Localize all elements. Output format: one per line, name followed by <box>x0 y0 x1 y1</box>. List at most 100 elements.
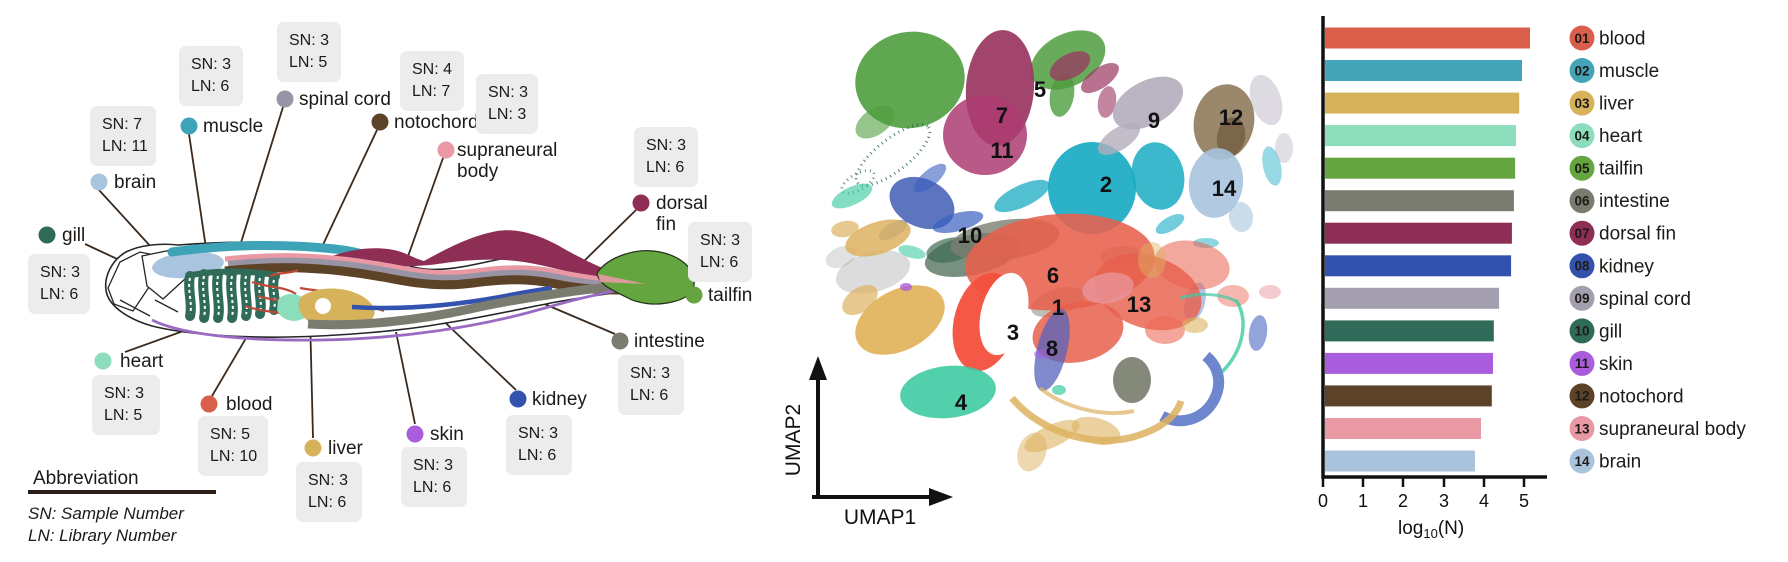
tissue-name: gill <box>62 225 85 246</box>
intestine-dot <box>611 332 629 350</box>
umap-panel: 1 2 3 4 5 6 7 8 9 10 11 12 13 14 UMAP1 U… <box>782 30 1293 529</box>
sn-value: SN: 3 <box>191 56 231 73</box>
tissue-label-kidney: kidney <box>509 389 587 410</box>
umap-cluster-dorsal-fin-skin <box>943 30 1119 175</box>
muscle-dot <box>180 117 198 135</box>
umap-cluster-supraneural-body <box>1082 272 1281 304</box>
abbreviation-sn: SN: Sample Number <box>28 504 185 523</box>
sn-value: SN: 3 <box>646 137 686 154</box>
snln-box-dorsal-fin: SN: 3LN: 6 <box>634 127 698 187</box>
legend-label: spinal cord <box>1599 289 1691 310</box>
legend-label: dorsal fin <box>1599 224 1676 245</box>
dorsal-fin-organ <box>318 230 645 286</box>
bar-skin <box>1325 352 1493 374</box>
tail-tip <box>598 274 646 284</box>
ln-value: LN: 6 <box>191 78 229 95</box>
ln-value: LN: 5 <box>104 407 142 424</box>
cluster-number-6: 6 <box>1047 263 1059 288</box>
sn-value: SN: 3 <box>488 84 528 101</box>
snln-box-supraneural-body: SN: 3LN: 3 <box>476 74 538 134</box>
legend-item-notochord: 12 notochord <box>1569 383 1684 409</box>
abbreviation-ln: LN: Library Number <box>28 526 178 545</box>
bar-blood <box>1325 27 1530 49</box>
umap-cluster-muscle <box>994 142 1282 248</box>
tissue-name: blood <box>226 394 273 415</box>
tick-2: 2 <box>1398 491 1408 511</box>
bar-supraneural-body <box>1325 418 1481 439</box>
tick-5: 5 <box>1519 491 1529 511</box>
snln-box-muscle: SN: 3 LN: 6 <box>179 46 243 106</box>
umap-cluster-kidney <box>878 163 1268 427</box>
umap-y-arrowhead <box>809 356 827 380</box>
ln-value: LN: 10 <box>210 448 257 465</box>
snln-box-blood: SN: 5LN: 10 <box>198 416 268 476</box>
bars <box>1325 27 1530 472</box>
sn-value: SN: 7 <box>102 116 142 133</box>
cluster-number-2: 2 <box>1100 172 1112 197</box>
cluster-number-9: 9 <box>1148 108 1160 133</box>
intestine-band <box>307 282 631 330</box>
umap-cluster-spinal-cord <box>825 74 1293 294</box>
sn-value: SN: 3 <box>413 457 453 474</box>
sn-value: SN: 3 <box>289 32 329 49</box>
legend-label: heart <box>1599 126 1643 147</box>
legend-label: gill <box>1599 321 1622 342</box>
legend-number: 01 <box>1574 31 1590 46</box>
ln-value: LN: 6 <box>413 479 451 496</box>
snln-box-kidney: SN: 3LN: 6 <box>506 415 572 475</box>
legend-label: notochord <box>1599 386 1684 407</box>
tissue-callouts: brain muscle spinal cord notochord supra… <box>38 89 752 459</box>
bar-brain <box>1325 450 1475 472</box>
snln-box-heart: SN: 3LN: 5 <box>92 375 160 435</box>
tissue-label-notochord: notochord <box>371 112 479 133</box>
kidney-band <box>351 285 553 311</box>
blood-dot <box>200 395 218 413</box>
sn-value: SN: 3 <box>308 472 348 489</box>
liver-dot <box>304 439 322 457</box>
cluster-number-10: 10 <box>958 223 982 248</box>
legend-number: 12 <box>1574 389 1589 404</box>
umap-cluster-brain <box>1188 148 1254 232</box>
tissue-label-spinal-cord: spinal cord <box>276 89 391 110</box>
tissue-name: heart <box>120 351 164 372</box>
tissue-label-brain: brain <box>90 172 156 193</box>
supraneural-band <box>224 253 645 288</box>
sn-value: SN: 3 <box>518 425 558 442</box>
umap-cluster-liver <box>831 219 1208 472</box>
tailfin-dot <box>685 286 703 304</box>
gill-basket <box>184 268 281 323</box>
umap-cluster-blood <box>952 213 1249 372</box>
sn-value: SN: 4 <box>412 61 452 78</box>
cluster-number-14: 14 <box>1212 176 1237 201</box>
tick-1: 1 <box>1358 491 1368 511</box>
umap-x-label: UMAP1 <box>844 506 916 529</box>
bar-gill <box>1325 320 1494 342</box>
snln-box-liver: SN: 3LN: 6 <box>296 462 362 522</box>
heart-dot <box>94 352 112 370</box>
legend-label: kidney <box>1599 256 1654 277</box>
cluster-number-7: 7 <box>996 103 1008 128</box>
bar-heart <box>1325 125 1516 147</box>
head-cartilage <box>107 248 187 317</box>
snln-box-skin: SN: 3 LN: 6 <box>401 447 467 507</box>
tissue-label-gill: gill <box>38 225 85 246</box>
tissue-name-line2: body <box>457 161 499 182</box>
skin-line <box>151 285 641 342</box>
snln-box-intestine: SN: 3LN: 6 <box>618 355 684 415</box>
umap-cluster-numbers: 1 2 3 4 5 6 7 8 9 10 11 12 13 14 <box>955 77 1243 415</box>
bar-intestine <box>1325 190 1514 212</box>
legend-label: supraneural body <box>1599 419 1746 440</box>
supraneural-dot <box>437 141 455 159</box>
tissue-label-intestine: intestine <box>611 331 705 352</box>
cluster-number-4: 4 <box>955 390 968 415</box>
